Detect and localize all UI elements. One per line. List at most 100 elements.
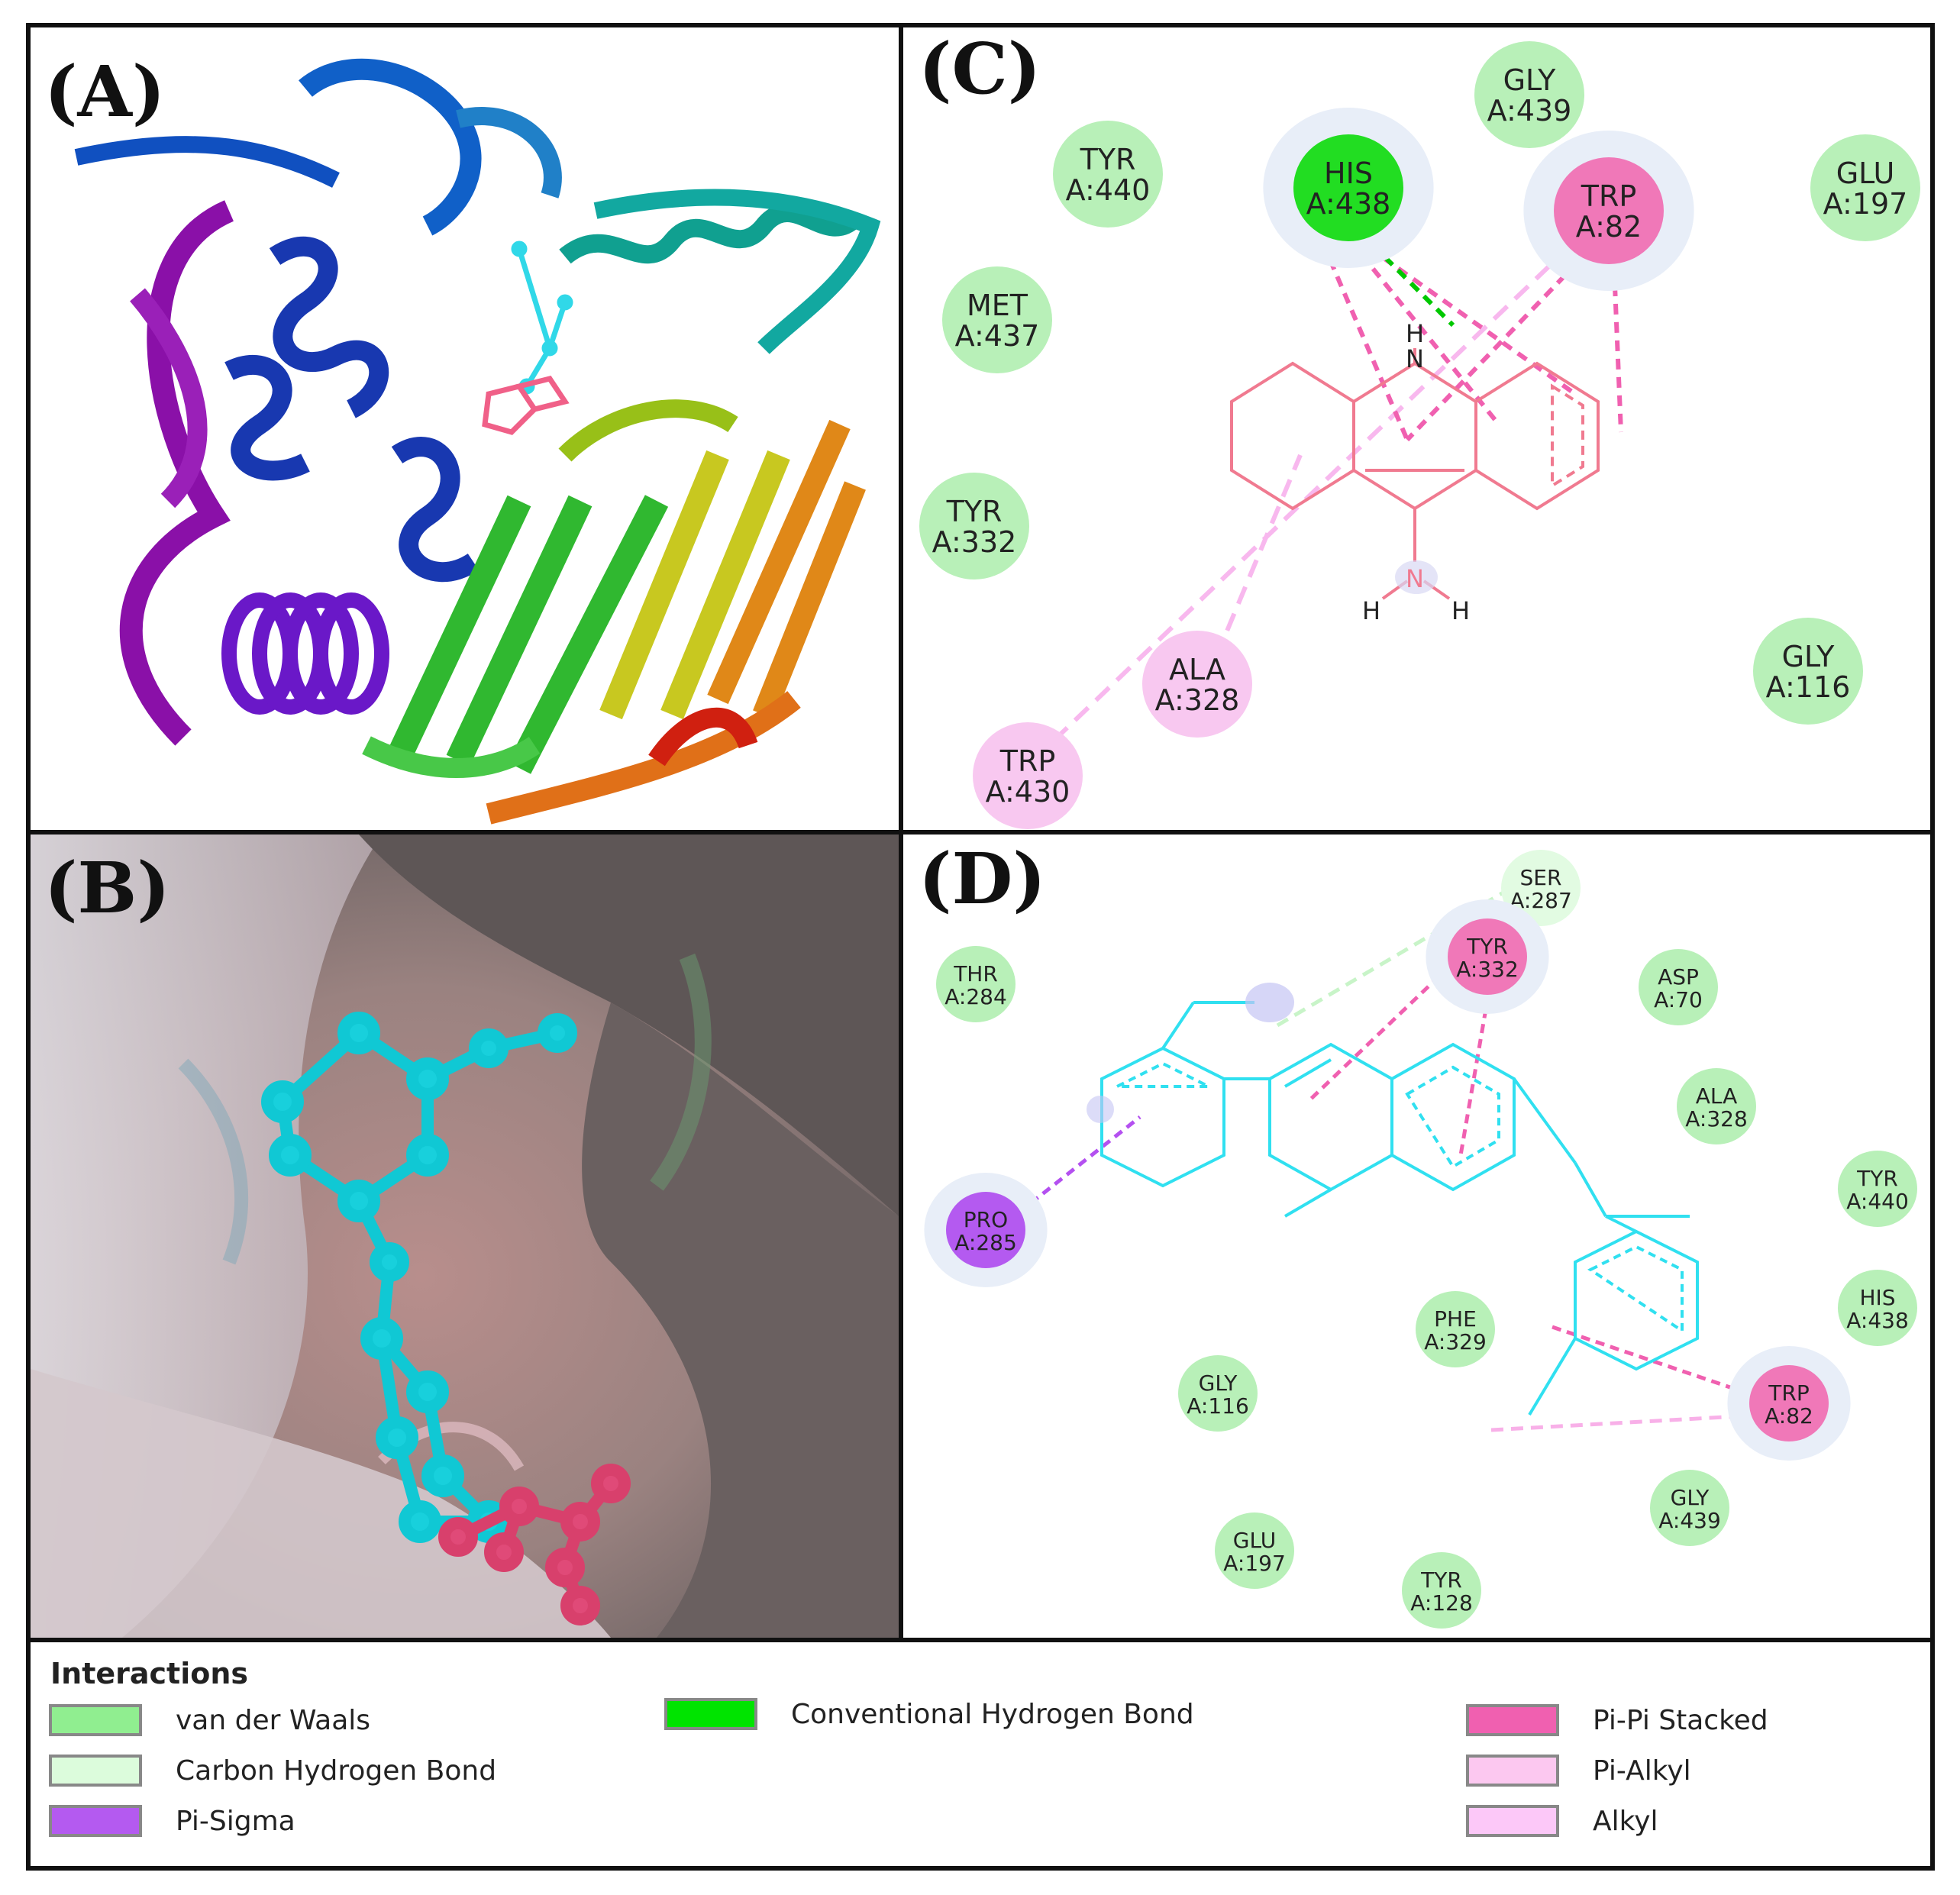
residue-node-his	[1293, 134, 1403, 241]
legend-swatch	[1466, 1755, 1559, 1787]
legend-item-vdw: van der Waals	[49, 1704, 370, 1736]
residue-name: ASP	[1658, 964, 1699, 989]
residue-node-trp	[1749, 1365, 1829, 1441]
legend-swatch	[49, 1805, 142, 1837]
panel-a: (A)	[31, 27, 899, 830]
residue-node-glu	[1215, 1512, 1294, 1589]
legend-swatch	[49, 1704, 142, 1736]
ligand-structure-c	[1230, 348, 1600, 600]
ligand-structure-d	[1100, 1001, 1699, 1416]
residue-name: ALA	[1169, 653, 1225, 686]
pipi-line	[1405, 247, 1593, 442]
legend-item-hbond: Conventional Hydrogen Bond	[664, 1698, 1194, 1730]
panel-label-d: (D)	[919, 838, 1046, 920]
residue-id: A:439	[1487, 94, 1572, 128]
residue-name: GLY	[1199, 1370, 1238, 1396]
panel-label-b: (B)	[44, 847, 170, 929]
residue-id: A:116	[1766, 670, 1851, 704]
legend-item-pisigma: Pi-Sigma	[49, 1805, 295, 1837]
residue-id: A:82	[1576, 210, 1642, 244]
residue-node-tyr	[1838, 1151, 1917, 1227]
residue-name: TYR	[1420, 1567, 1462, 1593]
residue-name: GLY	[1671, 1485, 1710, 1510]
panel-b: (B)	[31, 835, 899, 1638]
binding-pocket-render	[31, 835, 899, 1638]
residue-node-tyr	[919, 473, 1029, 579]
residue-name: TRP	[999, 744, 1056, 778]
residue-id: A:197	[1223, 1551, 1286, 1576]
divider-horizontal-legend	[26, 1638, 1935, 1642]
legend-label: van der Waals	[176, 1704, 371, 1736]
residue-node-trp	[973, 722, 1083, 829]
legend-swatch	[1466, 1805, 1559, 1837]
residue-node-tyr	[1448, 918, 1527, 995]
residue-name: PRO	[964, 1207, 1008, 1232]
residue-node-thr	[936, 946, 1016, 1022]
residue-id: A:438	[1846, 1308, 1909, 1333]
residue-name: GLU	[1836, 157, 1895, 190]
residue-id: A:440	[1066, 173, 1151, 207]
residue-node-gly	[1178, 1355, 1258, 1432]
pialkyl-line	[1031, 239, 1577, 763]
residue-id: A:82	[1765, 1403, 1813, 1429]
residue-id: A:332	[932, 525, 1017, 559]
legend-swatch	[664, 1698, 757, 1730]
panel-label-c: (C)	[919, 27, 1041, 110]
chbond-line	[1276, 870, 1539, 1028]
pipi-line	[1306, 932, 1485, 1103]
residue-node-tyr	[1053, 121, 1163, 228]
residue-name: THR	[953, 961, 998, 986]
legend-item-pialkyl: Pi-Alkyl	[1466, 1755, 1691, 1787]
residue-name: HIS	[1859, 1285, 1895, 1310]
legend-item-pipi: Pi-Pi Stacked	[1466, 1704, 1768, 1736]
residue-name: TYR	[1466, 934, 1508, 959]
legend-swatch	[1466, 1704, 1559, 1736]
residue-id: A:437	[955, 319, 1040, 353]
residue-id: A:70	[1654, 987, 1703, 1012]
atom-n-bottom: N	[1406, 564, 1424, 593]
residue-id: A:328	[1685, 1106, 1748, 1132]
residue-id: A:332	[1456, 957, 1519, 982]
divider-horizontal-mid	[26, 830, 1935, 835]
residue-node-tyr	[1402, 1552, 1481, 1629]
residue-name: TYR	[946, 495, 1003, 528]
panel-label-a: (A)	[44, 50, 166, 133]
residue-name: GLU	[1233, 1528, 1276, 1553]
residue-id: A:284	[944, 984, 1007, 1009]
residue-node-ser	[1501, 850, 1581, 926]
residue-name: MET	[967, 289, 1028, 322]
residue-name: TYR	[1856, 1166, 1898, 1191]
protein-ribbon-render	[74, 58, 881, 825]
legend-label: Carbon Hydrogen Bond	[176, 1755, 497, 1787]
legend-label: Pi-Sigma	[176, 1805, 295, 1837]
residue-id: A:440	[1846, 1189, 1909, 1214]
residue-name: PHE	[1434, 1306, 1477, 1332]
residue-id: A:439	[1658, 1508, 1721, 1533]
residue-node-trp	[1554, 157, 1664, 264]
residue-id: A:438	[1306, 187, 1391, 221]
atom-h-top: H	[1406, 319, 1424, 348]
residue-node-glu	[1810, 134, 1920, 241]
residue-node-ala	[1677, 1068, 1756, 1144]
atom-h-right: H	[1451, 596, 1470, 625]
residue-name: HIS	[1324, 157, 1373, 190]
residue-id: A:128	[1410, 1590, 1473, 1616]
residue-id: A:328	[1155, 683, 1240, 717]
legend-label: Pi-Pi Stacked	[1593, 1704, 1768, 1736]
atom-n-top: N	[1406, 344, 1424, 373]
residue-name: SER	[1520, 865, 1562, 890]
legend-swatch	[49, 1755, 142, 1787]
residue-name: ALA	[1696, 1083, 1738, 1109]
legend-label: Conventional Hydrogen Bond	[791, 1698, 1194, 1730]
residue-id: A:197	[1823, 187, 1908, 221]
legend-item-chbond: Carbon Hydrogen Bond	[49, 1755, 496, 1787]
figure-frame	[26, 23, 1935, 1871]
residue-node-gly	[1650, 1470, 1729, 1546]
residue-node-asp	[1639, 949, 1718, 1025]
residue-node-his	[1838, 1270, 1917, 1346]
residue-node-gly	[1753, 618, 1863, 725]
